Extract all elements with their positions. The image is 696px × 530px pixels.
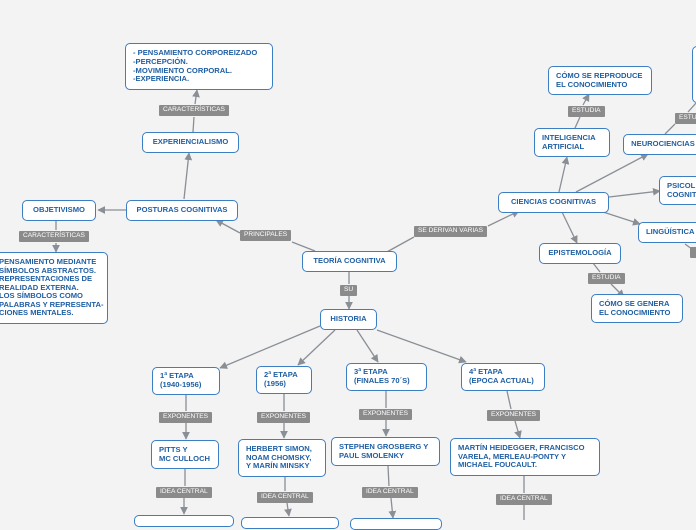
- edge-grosberg-idea: [387, 465, 390, 487]
- edge-idea-down2: [284, 502, 292, 517]
- node-inteligencia-artificial[interactable]: INTELIGENCIA ARTIFICIAL: [534, 128, 610, 157]
- node-neurociencias-child[interactable]: [692, 46, 696, 103]
- label-se-derivan-varias: SE DERIVAN VARIAS: [414, 226, 487, 237]
- node-idea-1-child[interactable]: [134, 515, 234, 527]
- node-experiencialismo-desc[interactable]: - PENSAMIENTO CORPOREIZADO -PERCEPCIÓN. …: [125, 43, 273, 90]
- edge-historia-etapa2: [297, 329, 336, 366]
- node-objetivismo-desc[interactable]: PENSAMIENTO MEDIANTE SÍMBOLOS ABSTRACTOS…: [0, 252, 108, 324]
- label-su: SU: [340, 285, 358, 296]
- edge-epis-estudia: [592, 262, 601, 273]
- edge-caract-expdesc: [192, 89, 200, 105]
- label-estudia-epistemologia: ESTUDIA: [588, 273, 625, 284]
- node-etapa-1[interactable]: 1ª ETAPA (1940-1956): [152, 367, 220, 395]
- edge-estudia-up: [687, 102, 696, 113]
- label-exponentes-2: EXPONENTES: [257, 412, 311, 423]
- label-exponentes-4: EXPONENTES: [487, 410, 541, 421]
- node-idea-2-child[interactable]: [241, 517, 339, 529]
- edge-historia-etapa1: [219, 325, 321, 369]
- edge-exp-heidegger: [514, 420, 522, 439]
- edge-ciencias-ling: [599, 210, 641, 226]
- node-objetivismo[interactable]: OBJETIVISMO: [22, 200, 96, 221]
- label-ling-partial: [690, 247, 696, 258]
- node-como-se-reproduce[interactable]: CÓMO SE REPRODUCE EL CONOCIMIENTO: [548, 66, 652, 95]
- node-psicologia-cognitiva[interactable]: PSICOL COGNITI: [659, 176, 696, 205]
- edge-teoria-principales: [291, 241, 316, 252]
- edge-idea-down3: [388, 497, 397, 519]
- label-estudia-neuro: ESTUDIA: [675, 113, 696, 124]
- edge-ciencias-neuro: [575, 153, 649, 193]
- node-pitts-mcculloch[interactable]: PITTS Y MC CULLOCH: [151, 440, 219, 469]
- node-teoria-cognitiva[interactable]: TEORÍA COGNITIVA: [302, 251, 397, 272]
- label-caracteristicas-experiencialismo: CARACTERÍSTICAS: [159, 105, 229, 116]
- edge-exp-caract: [192, 116, 195, 133]
- label-idea-central-4: IDEA CENTRAL: [496, 494, 552, 505]
- edge-ciencias-psico: [608, 187, 661, 198]
- node-martin-heidegger[interactable]: MARTÍN HEIDEGGER, FRANCISCO VARELA, MERL…: [450, 438, 600, 476]
- edge-neuro-estudia: [664, 123, 676, 135]
- node-ciencias-cognitivas[interactable]: CIENCIAS COGNITIVAS: [498, 192, 609, 213]
- node-historia[interactable]: HISTORIA: [320, 309, 377, 330]
- label-estudia-ia: ESTUDIA: [568, 106, 605, 117]
- edge-ciencias-ia: [558, 156, 570, 193]
- edge-ciencias-epis: [561, 211, 578, 244]
- label-principales: PRINCIPALES: [240, 230, 292, 241]
- label-idea-central-1: IDEA CENTRAL: [156, 487, 212, 498]
- node-etapa-4[interactable]: 4ª ETAPA (EPOCA ACTUAL): [461, 363, 545, 391]
- node-epistemologia[interactable]: EPISTEMOLOGÍA: [539, 243, 621, 264]
- node-neurociencias[interactable]: NEUROCIENCIAS: [623, 134, 696, 155]
- edge-historia-etapa3: [356, 329, 379, 363]
- edge-historia-etapa4: [376, 329, 467, 364]
- label-exponentes-3: EXPONENTES: [359, 409, 413, 420]
- label-exponentes-1: EXPONENTES: [159, 412, 213, 423]
- edge-estudia-reproduce: [582, 93, 590, 106]
- label-caracteristicas-objetivismo: CARACTERÍSTICAS: [19, 231, 89, 242]
- edge-principales-posturas: [215, 219, 241, 234]
- edge-ia-estudia: [574, 116, 581, 129]
- edge-posturas-experiencialismo: [183, 152, 193, 200]
- node-linguistica[interactable]: LINGÜÍSTICA: [638, 222, 696, 243]
- label-idea-central-3: IDEA CENTRAL: [362, 487, 418, 498]
- node-etapa-3[interactable]: 3ª ETAPA (FINALES 70´S): [346, 363, 427, 391]
- edge-e4-exp: [506, 390, 512, 410]
- node-stephen-grosberg[interactable]: STEPHEN GROSBERG Y PAUL SMOLENKY: [331, 437, 440, 466]
- node-posturas-cognitivas[interactable]: POSTURAS COGNITIVAS: [126, 200, 238, 221]
- edge-teoria-sederivan: [384, 236, 415, 254]
- node-etapa-2[interactable]: 2ª ETAPA (1956): [256, 366, 312, 394]
- label-idea-central-2: IDEA CENTRAL: [257, 492, 313, 503]
- node-experiencialismo[interactable]: EXPERIENCIALISMO: [142, 132, 239, 153]
- edge-sederivan-ciencias: [487, 210, 520, 227]
- node-herbert-simon[interactable]: HERBERT SIMON, NOAM CHOMSKY, Y MARÍN MIN…: [238, 439, 326, 477]
- node-como-se-genera[interactable]: CÓMO SE GENERA EL CONOCIMIENTO: [591, 294, 683, 323]
